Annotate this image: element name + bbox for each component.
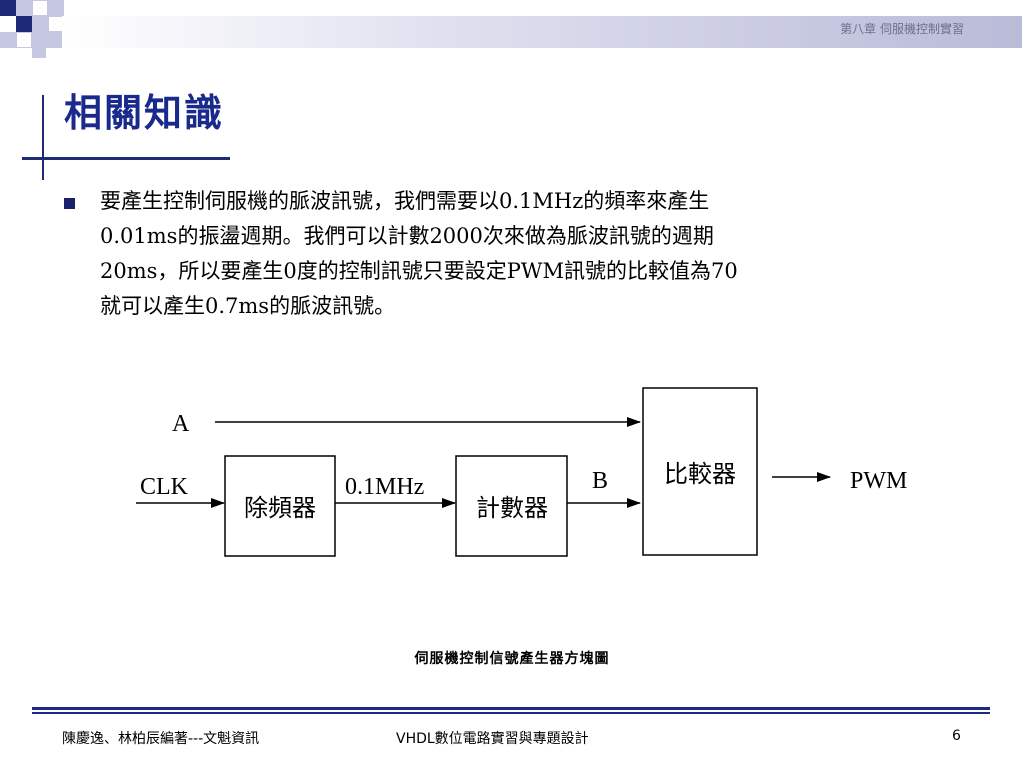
paragraph-line-4: 就可以產生0.7ms的脈波訊號。	[100, 294, 396, 318]
title-vertical-rule	[42, 95, 44, 180]
footer-rule-bottom	[32, 712, 990, 714]
header-gradient-bar	[62, 16, 1022, 48]
paragraph-line-2: 0.01ms的振盪週期。我們可以計數2000次來做為脈波訊號的週期	[100, 224, 714, 248]
signal-clk-label: CLK	[140, 474, 189, 500]
divider-label: 除頻器	[244, 495, 316, 522]
counter-label: 計數器	[476, 495, 548, 522]
comparator-label: 比較器	[664, 461, 736, 488]
diagram-caption: 伺服機控制信號產生器方塊圖	[414, 651, 610, 667]
signal-b-label: B	[592, 468, 608, 494]
comparator-block	[642, 387, 758, 556]
footer-page-number: 6	[952, 728, 961, 744]
slide-title: 相關知識	[64, 90, 225, 135]
footer-rule-top	[32, 707, 990, 710]
body-paragraph: 要產生控制伺服機的脈波訊號，我們需要以0.1MHz的頻率來產生 0.01ms的振…	[100, 184, 950, 324]
title-horizontal-rule	[22, 157, 230, 160]
divider-block	[224, 455, 336, 557]
signal-pwm-label: PWM	[850, 468, 907, 494]
footer-authors: 陳慶逸、林柏辰編著---文魁資訊	[62, 731, 260, 747]
freq-label: 0.1MHz	[345, 474, 424, 500]
corner-decoration	[0, 0, 80, 64]
bullet-square-icon	[64, 198, 75, 209]
signal-a-label: A	[172, 411, 190, 437]
paragraph-line-3: 20ms，所以要產生0度的控制訊號只要設定PWM訊號的比較值為70	[100, 259, 738, 283]
footer-book-title: VHDL數位電路實習與專題設計	[396, 731, 589, 747]
chapter-label: 第八章 伺服機控制實習	[840, 22, 964, 36]
counter-block	[455, 455, 568, 557]
paragraph-line-1: 要產生控制伺服機的脈波訊號，我們需要以0.1MHz的頻率來產生	[100, 189, 710, 213]
